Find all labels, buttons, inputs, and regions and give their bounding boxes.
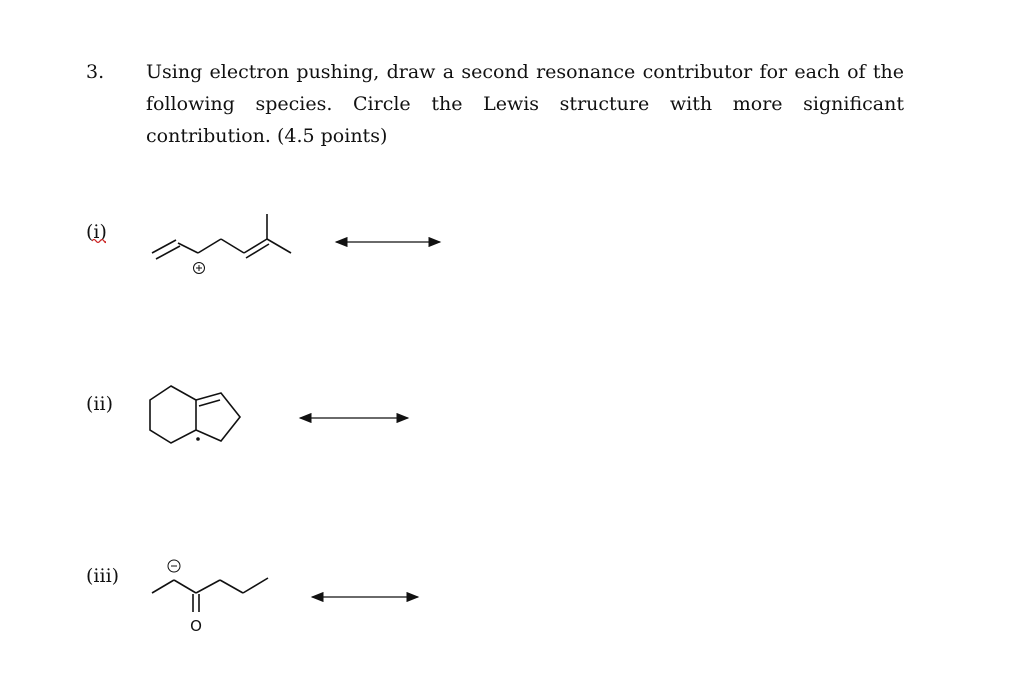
question-number: 3. — [86, 61, 105, 83]
structure-ii — [149, 385, 242, 444]
plus-charge-icon — [193, 262, 205, 274]
part-label-i: (i) — [86, 220, 107, 244]
radical-dot-icon — [196, 437, 200, 441]
question-text: Using electron pushing, draw a second re… — [146, 61, 904, 147]
structure-iii — [151, 559, 269, 612]
part-label-ii: (ii) — [86, 393, 113, 415]
minus-charge-icon — [167, 559, 181, 573]
spellcheck-squiggle-icon — [92, 238, 106, 244]
oxygen-atom-label: O — [190, 617, 202, 635]
structure-i — [151, 214, 292, 274]
part-label-iii: (iii) — [86, 565, 120, 587]
part-label-i-text: (i) — [86, 221, 107, 243]
